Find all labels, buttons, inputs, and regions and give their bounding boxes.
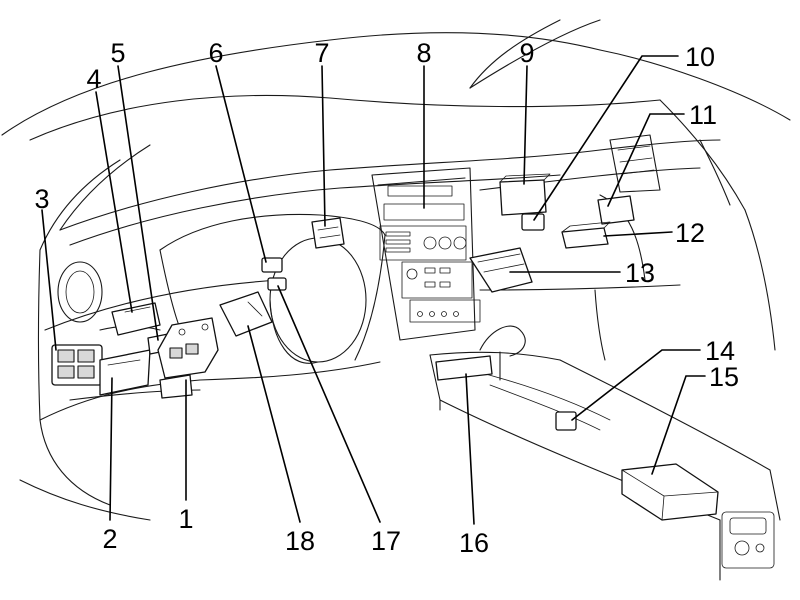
part-2-module [99, 349, 151, 396]
callout-5: 5 [110, 38, 125, 68]
callout-17: 17 [371, 526, 401, 556]
callout-10: 10 [685, 42, 715, 72]
callout-9: 9 [519, 38, 534, 68]
leader-18 [247, 325, 301, 523]
leader-17 [277, 285, 381, 523]
part-13-amplifier [469, 247, 533, 293]
callout-7: 7 [314, 38, 329, 68]
part-1-junction-block [157, 317, 219, 399]
callout-18: 18 [285, 526, 315, 556]
leader-5 [117, 65, 159, 341]
leader-15 [651, 375, 706, 475]
leader-12 [603, 231, 673, 237]
callout-4: 4 [86, 64, 101, 94]
part-4-relay [111, 302, 161, 336]
leader-9 [523, 65, 528, 185]
part-16-module [435, 355, 493, 381]
callout-11: 11 [689, 100, 717, 130]
leader-14 [571, 349, 701, 421]
callout-6: 6 [208, 38, 223, 68]
part-10-connector [521, 213, 545, 231]
callout-2: 2 [102, 524, 117, 554]
leader-6 [215, 65, 267, 263]
leader-7 [321, 65, 326, 227]
part-18-control-unit [219, 291, 273, 337]
leader-2 [109, 377, 113, 521]
callout-14: 14 [705, 336, 735, 366]
leader-16 [465, 373, 475, 525]
leader-4 [95, 91, 133, 313]
part-11-relay [597, 195, 635, 225]
callout-3: 3 [34, 184, 49, 214]
callout-12: 12 [675, 218, 705, 248]
callout-8: 8 [416, 38, 431, 68]
part-3-switch-cluster [51, 344, 103, 386]
part-14-sensor [555, 411, 577, 431]
leader-10 [533, 55, 679, 221]
part-9-module [499, 173, 551, 216]
part-15-control-unit [621, 463, 719, 521]
callout-15: 15 [709, 362, 739, 392]
leader-11 [607, 113, 685, 207]
callout-16: 16 [459, 528, 489, 558]
callout-1: 1 [178, 504, 193, 534]
part-6-relay [261, 257, 283, 273]
callouts: 1 2 3 4 5 6 7 8 9 10 11 12 13 14 15 16 1… [34, 38, 739, 558]
leader-3 [41, 209, 57, 351]
callout-13: 13 [625, 258, 655, 288]
part-7-switch [311, 217, 345, 249]
part-12-module [561, 221, 611, 249]
part-17-relay [267, 277, 287, 291]
components [51, 173, 719, 521]
leader-lines [41, 55, 706, 525]
